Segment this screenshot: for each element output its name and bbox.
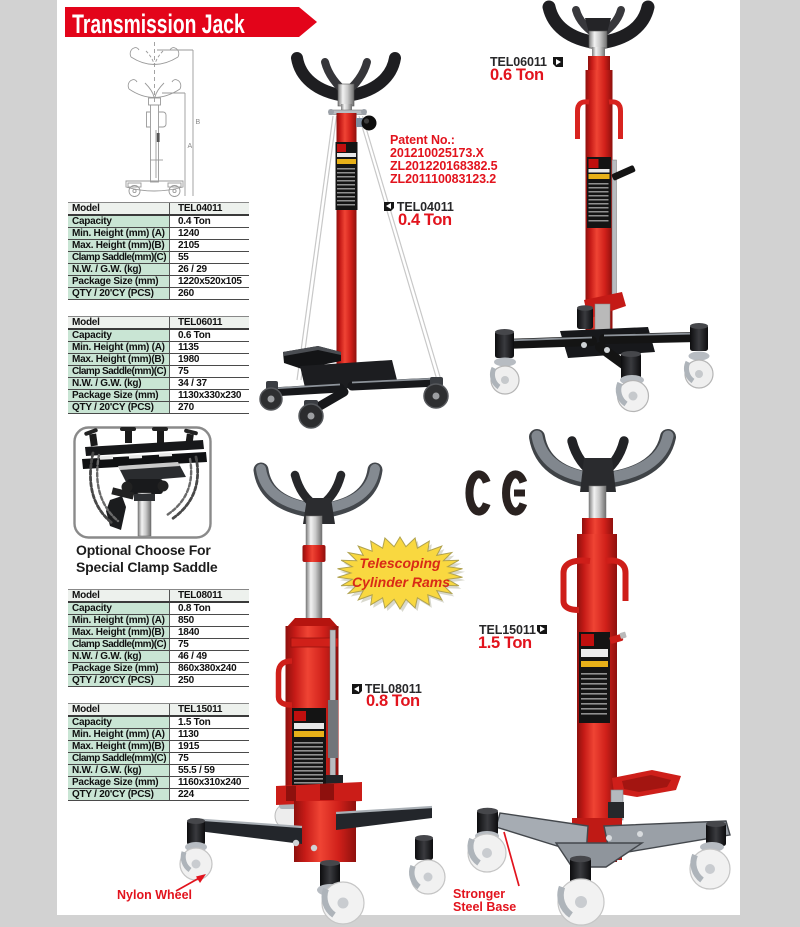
svg-text:B: B	[196, 119, 201, 126]
svg-text:Telescoping: Telescoping	[359, 555, 441, 571]
svg-text:A: A	[188, 143, 193, 150]
svg-text:Cylinder Rams: Cylinder Rams	[352, 574, 450, 590]
